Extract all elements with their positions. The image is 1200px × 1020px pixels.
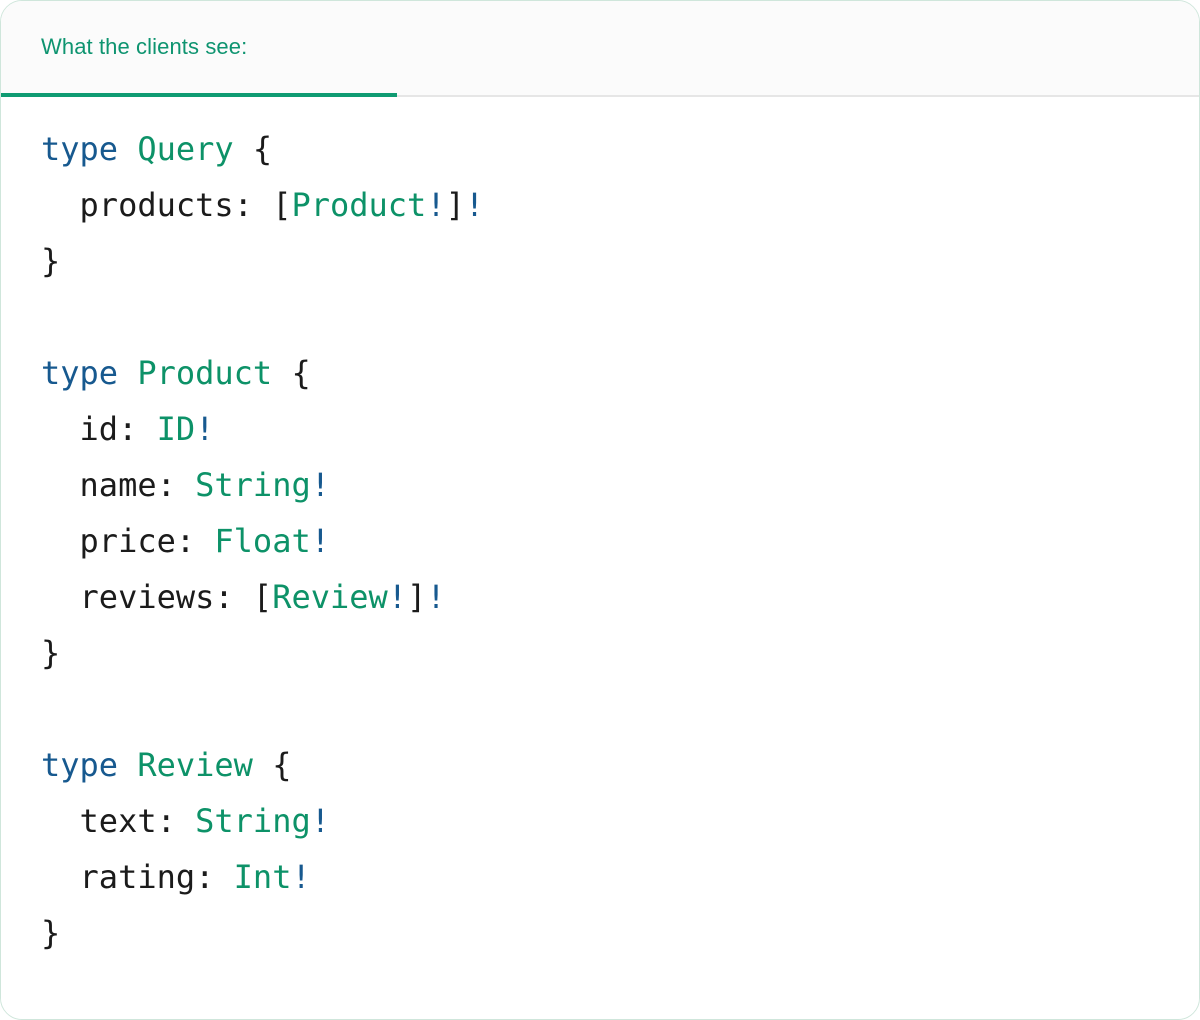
- code-token-plain: [176, 466, 195, 504]
- code-token-field: id: [79, 410, 119, 448]
- code-token-punct: ]: [407, 578, 427, 616]
- code-token-bang: !: [426, 186, 446, 224]
- code-line: rating: Int!: [41, 849, 1199, 905]
- code-token-type: Review: [137, 746, 253, 784]
- code-token-punct: [: [252, 578, 273, 616]
- code-token-plain: [234, 578, 253, 616]
- code-area: type Query { products: [Product!]! } typ…: [1, 97, 1199, 1017]
- code-token-bang: !: [291, 858, 311, 896]
- code-line: }: [41, 905, 1199, 961]
- code-token-field: reviews: [79, 578, 215, 616]
- code-line: }: [41, 233, 1199, 289]
- code-token-punct: :: [195, 858, 215, 896]
- code-token-punct: :: [156, 802, 176, 840]
- code-token-bang: !: [310, 802, 330, 840]
- code-token-field: price: [79, 522, 176, 560]
- code-indent: [41, 410, 80, 448]
- code-indent: [41, 466, 80, 504]
- code-token-type: Product: [137, 354, 273, 392]
- code-indent: [41, 858, 80, 896]
- code-token-punct: }: [41, 634, 61, 672]
- code-token-bang: !: [387, 578, 408, 616]
- code-line: text: String!: [41, 793, 1199, 849]
- code-line: products: [Product!]!: [41, 177, 1199, 233]
- code-token-type: Product: [291, 186, 427, 224]
- code-token-bang: !: [310, 522, 330, 560]
- code-token-type: String: [195, 466, 311, 504]
- code-token-kw: type: [41, 130, 119, 168]
- code-token-plain: [195, 522, 214, 560]
- code-token-punct: }: [41, 242, 61, 280]
- code-token-type: ID: [156, 410, 196, 448]
- code-indent: [41, 522, 80, 560]
- code-token-field: rating: [79, 858, 196, 896]
- tab-what-the-clients-see[interactable]: What the clients see:: [1, 1, 397, 97]
- graphql-schema-code[interactable]: type Query { products: [Product!]! } typ…: [1, 121, 1199, 961]
- code-token-bang: !: [464, 186, 485, 224]
- code-token-plain: [253, 186, 272, 224]
- code-token-punct: :: [175, 522, 196, 560]
- code-token-plain: [118, 354, 137, 392]
- code-token-punct: :: [156, 466, 176, 504]
- tab-label: What the clients see:: [41, 34, 248, 59]
- tab-bar: What the clients see:: [1, 1, 1199, 97]
- code-token-type: Float: [214, 522, 311, 560]
- code-line: [41, 289, 1199, 345]
- code-token-plain: [272, 354, 291, 392]
- code-line: price: Float!: [41, 513, 1199, 569]
- code-line: type Product {: [41, 345, 1199, 401]
- code-token-bang: !: [195, 410, 215, 448]
- code-indent: [41, 186, 80, 224]
- code-token-bang: !: [310, 466, 330, 504]
- code-token-field: name: [79, 466, 157, 504]
- code-line: name: String!: [41, 457, 1199, 513]
- code-token-type: Query: [137, 130, 234, 168]
- code-line: [41, 681, 1199, 737]
- code-token-punct: {: [272, 746, 292, 784]
- code-indent: [41, 802, 80, 840]
- code-token-plain: [234, 130, 253, 168]
- code-line: }: [41, 625, 1199, 681]
- code-line: reviews: [Review!]!: [41, 569, 1199, 625]
- code-token-punct: ]: [445, 186, 465, 224]
- code-token-bang: !: [426, 578, 446, 616]
- code-token-type: Review: [272, 578, 388, 616]
- code-token-punct: :: [118, 410, 138, 448]
- code-indent: [41, 578, 80, 616]
- code-token-punct: {: [291, 354, 311, 392]
- code-token-plain: [176, 802, 195, 840]
- code-token-plain: [137, 410, 156, 448]
- code-token-kw: type: [41, 746, 119, 784]
- code-line: type Query {: [41, 121, 1199, 177]
- code-line: type Review {: [41, 737, 1199, 793]
- code-token-plain: [118, 130, 137, 168]
- code-token-field: text: [79, 802, 157, 840]
- code-token-punct: [: [272, 186, 292, 224]
- code-token-field: products: [79, 186, 234, 224]
- code-token-punct: }: [41, 914, 61, 952]
- code-line: id: ID!: [41, 401, 1199, 457]
- code-token-punct: :: [214, 578, 234, 616]
- code-token-punct: {: [252, 130, 273, 168]
- code-token-plain: [118, 746, 137, 784]
- code-token-kw: type: [41, 354, 119, 392]
- code-token-plain: [214, 858, 233, 896]
- code-token-punct: :: [233, 186, 253, 224]
- code-token-plain: [253, 746, 272, 784]
- code-token-type: Int: [233, 858, 292, 896]
- code-token-type: String: [195, 802, 311, 840]
